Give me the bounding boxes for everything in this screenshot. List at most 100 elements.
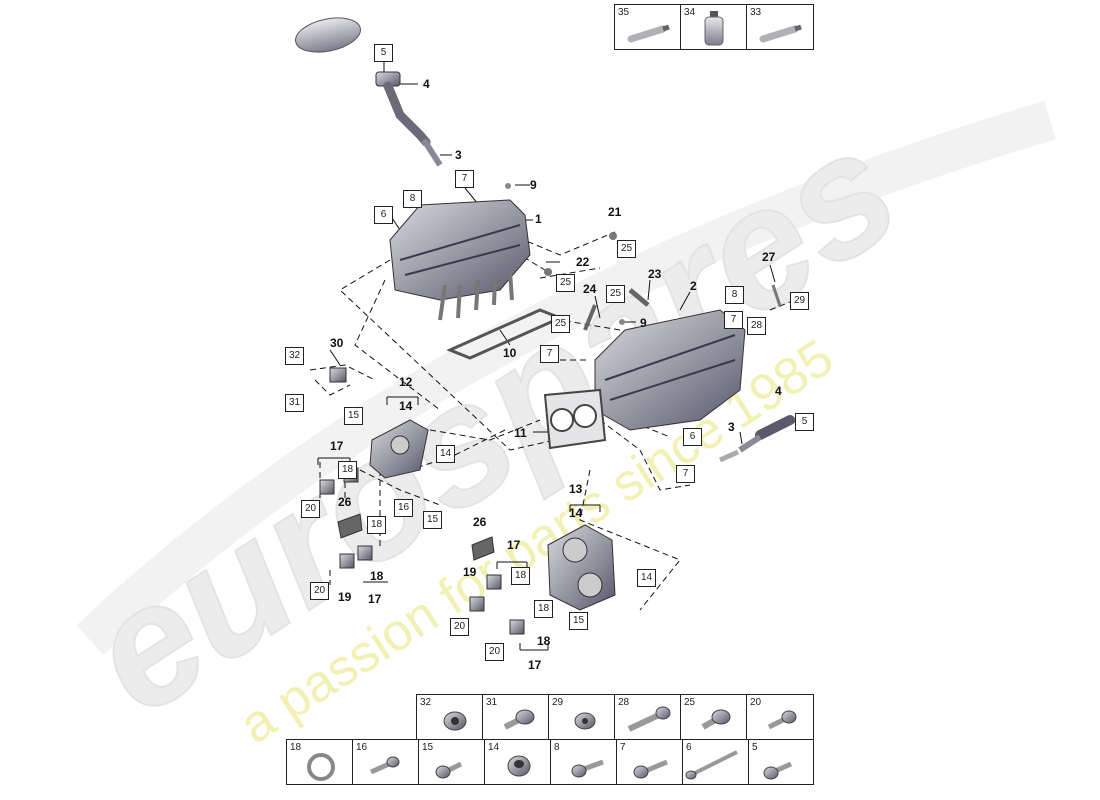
- long-bolt-icon: [627, 706, 671, 732]
- callout: 14: [569, 506, 583, 520]
- sleeve-icon: [507, 755, 531, 777]
- tensioner-18-right: [509, 619, 525, 635]
- legend-cell-5[interactable]: 5: [749, 740, 813, 784]
- callout: 20: [450, 618, 469, 636]
- callout: 19: [338, 590, 352, 604]
- legend-cell-number: 18: [290, 742, 302, 753]
- callout: 19: [463, 565, 477, 579]
- callout: 27: [762, 250, 776, 264]
- callout: 17: [368, 592, 382, 606]
- callout: 18: [537, 634, 551, 648]
- legend-cell-29[interactable]: 29: [549, 695, 615, 739]
- callout: 5: [374, 44, 393, 62]
- legend-cell-15[interactable]: 15: [419, 740, 485, 784]
- nut-icon: [443, 711, 467, 731]
- legend-cell-6[interactable]: 6: [683, 740, 749, 784]
- legend-cell-35[interactable]: 35: [615, 5, 681, 49]
- guide-26-right: [471, 536, 495, 561]
- callout: 14: [399, 399, 413, 413]
- ignition-coil-top: [375, 71, 443, 167]
- rocker-arm-24: [583, 304, 597, 331]
- tensioner-17-left: [357, 545, 373, 561]
- legend-cell-16[interactable]: 16: [353, 740, 419, 784]
- callout: 15: [569, 612, 588, 630]
- tensioner-19-left: [339, 553, 355, 569]
- callout: 9: [530, 178, 537, 192]
- callout: 18: [534, 600, 553, 618]
- chain-cover-12: [369, 419, 429, 479]
- callout: 30: [330, 336, 344, 350]
- callout: 17: [507, 538, 521, 552]
- nut-icon: [574, 712, 596, 730]
- legend-cell-number: 34: [684, 7, 696, 18]
- callout: 18: [338, 461, 357, 479]
- callout: 9: [640, 316, 647, 330]
- callout: 12: [399, 375, 413, 389]
- callout: 23: [648, 267, 662, 281]
- callout: 32: [285, 347, 304, 365]
- callout: 18: [370, 569, 384, 583]
- tube-icon: [627, 24, 670, 43]
- tensioner-17-right: [486, 574, 502, 590]
- callout: 16: [394, 499, 413, 517]
- callout: 28: [747, 317, 766, 335]
- callout: 7: [540, 345, 559, 363]
- bolt-icon: [369, 756, 400, 775]
- callout: 18: [367, 516, 386, 534]
- legend-cell-number: 5: [752, 742, 758, 753]
- tensioner-19-right: [469, 596, 485, 612]
- legend-cell-number: 32: [420, 697, 432, 708]
- legend-cell-number: 35: [618, 7, 630, 18]
- callout: 25: [556, 274, 575, 292]
- legend-fasteners-row2: 18 16 15 14 8 7 6 5: [286, 739, 814, 785]
- callout: 20: [301, 500, 320, 518]
- bracket-30: [329, 367, 347, 383]
- legend-cell-14[interactable]: 14: [485, 740, 551, 784]
- legend-cell-28[interactable]: 28: [615, 695, 681, 739]
- guide-lines: [309, 229, 791, 611]
- flange-bolt-icon: [701, 709, 731, 730]
- callout: 24: [583, 282, 597, 296]
- callout: 20: [485, 643, 504, 661]
- legend-cell-number: 15: [422, 742, 434, 753]
- legend-cell-18[interactable]: 18: [287, 740, 353, 784]
- legend-cell-20[interactable]: 20: [747, 695, 813, 739]
- callout: 2: [690, 279, 697, 293]
- bolt-icon: [767, 710, 797, 730]
- callout: 26: [338, 495, 352, 509]
- callout: 6: [374, 206, 393, 224]
- legend-cell-number: 25: [684, 697, 696, 708]
- legend-cell-25[interactable]: 25: [681, 695, 747, 739]
- callout: 26: [473, 515, 487, 529]
- legend-fasteners-row1: 32 31 29 28 25 20: [416, 694, 814, 740]
- callout: 8: [725, 286, 744, 304]
- legend-cell-8[interactable]: 8: [551, 740, 617, 784]
- legend-cell-number: 29: [552, 697, 564, 708]
- legend-cell-31[interactable]: 31: [483, 695, 549, 739]
- rocker-arm: [628, 288, 650, 307]
- callout: 15: [344, 407, 363, 425]
- callout: 11: [514, 426, 527, 440]
- callout: 18: [511, 567, 530, 585]
- callout: 25: [617, 240, 636, 258]
- pin-27: [771, 284, 782, 307]
- legend-cell-32[interactable]: 32: [417, 695, 483, 739]
- callout: 14: [637, 569, 656, 587]
- long-bolt-icon: [685, 750, 738, 780]
- callout: 7: [676, 465, 695, 483]
- callout: 13: [569, 482, 583, 496]
- legend-cell-number: 28: [618, 697, 630, 708]
- legend-cell-34[interactable]: 34: [681, 5, 747, 49]
- callout: 25: [606, 285, 625, 303]
- bolt-icon: [571, 759, 604, 778]
- ring-icon: [307, 753, 335, 781]
- legend-cell-33[interactable]: 33: [747, 5, 813, 49]
- legend-cell-number: 8: [554, 742, 560, 753]
- legend-cell-7[interactable]: 7: [617, 740, 683, 784]
- callout: 17: [330, 439, 344, 453]
- cover-part: [295, 17, 361, 53]
- callout: 5: [795, 413, 814, 431]
- callout: 25: [551, 315, 570, 333]
- callout: 7: [455, 170, 474, 188]
- bottle-icon: [704, 11, 724, 46]
